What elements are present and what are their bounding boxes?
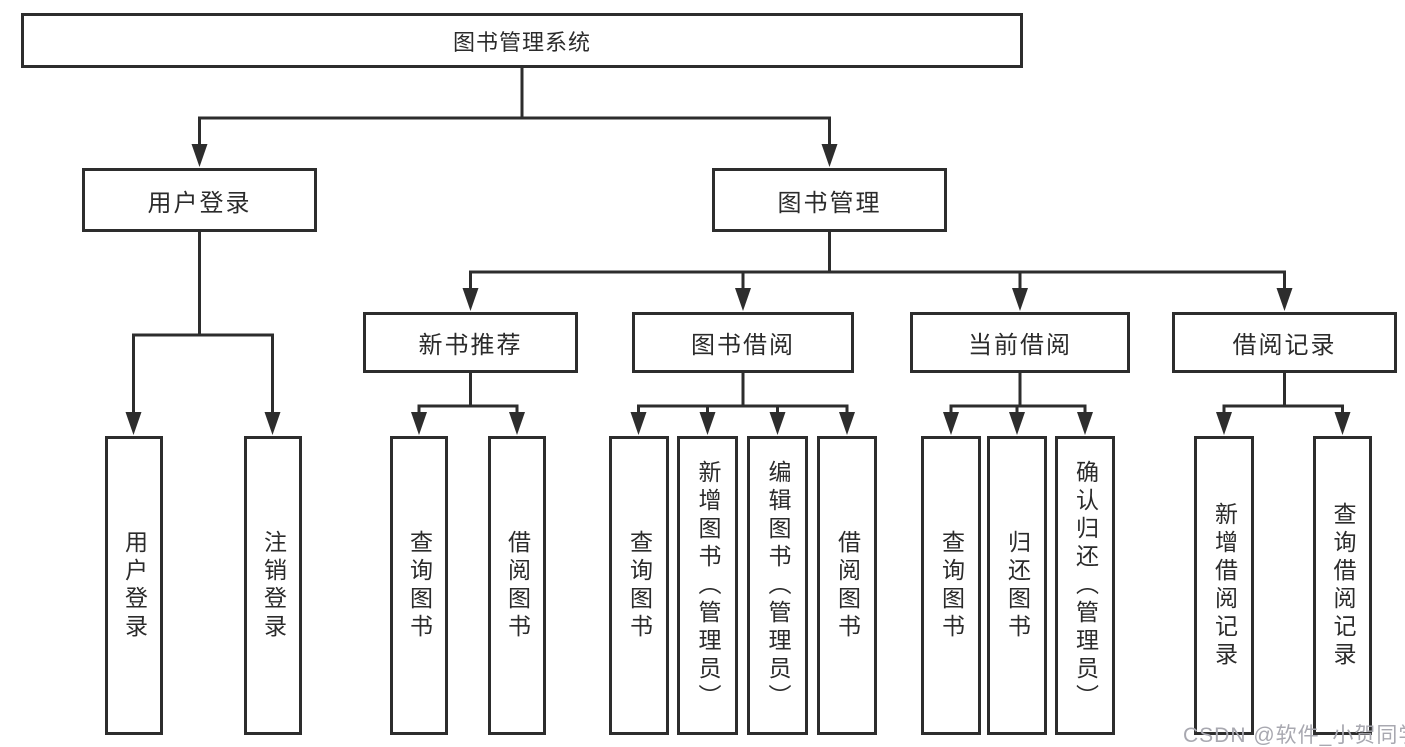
node-new-book-recommend: 新书推荐	[363, 312, 578, 373]
node-borrow-records: 借阅记录	[1172, 312, 1397, 373]
leaf-borrow-edit-books-admin: 编辑图书（管理员）	[747, 436, 808, 735]
leaf-current-query-books: 查询图书	[921, 436, 981, 735]
leaf-current-return-books: 归还图书	[987, 436, 1047, 735]
node-book-management: 图书管理	[712, 168, 947, 232]
leaf-borrow-query-books: 查询图书	[609, 436, 669, 735]
leaf-current-confirm-return-admin: 确认归还（管理员）	[1055, 436, 1115, 735]
leaf-borrow-add-books-admin: 新增图书（管理员）	[677, 436, 738, 735]
leaf-records-query-record: 查询借阅记录	[1313, 436, 1372, 735]
leaf-user-login: 用户登录	[105, 436, 163, 735]
csdn-watermark: CSDN @软件_小贺同学	[1183, 724, 1405, 747]
node-current-borrow: 当前借阅	[910, 312, 1130, 373]
leaf-records-add-record: 新增借阅记录	[1194, 436, 1254, 735]
leaf-borrow-borrow-books: 借阅图书	[817, 436, 877, 735]
leaf-newbook-query-books: 查询图书	[390, 436, 448, 735]
leaf-logout: 注销登录	[244, 436, 302, 735]
node-user-login: 用户登录	[82, 168, 317, 232]
node-library-management-system: 图书管理系统	[21, 13, 1023, 68]
leaf-newbook-borrow-books: 借阅图书	[488, 436, 546, 735]
arrowheads	[125, 144, 1351, 435]
node-book-borrow: 图书借阅	[632, 312, 854, 373]
